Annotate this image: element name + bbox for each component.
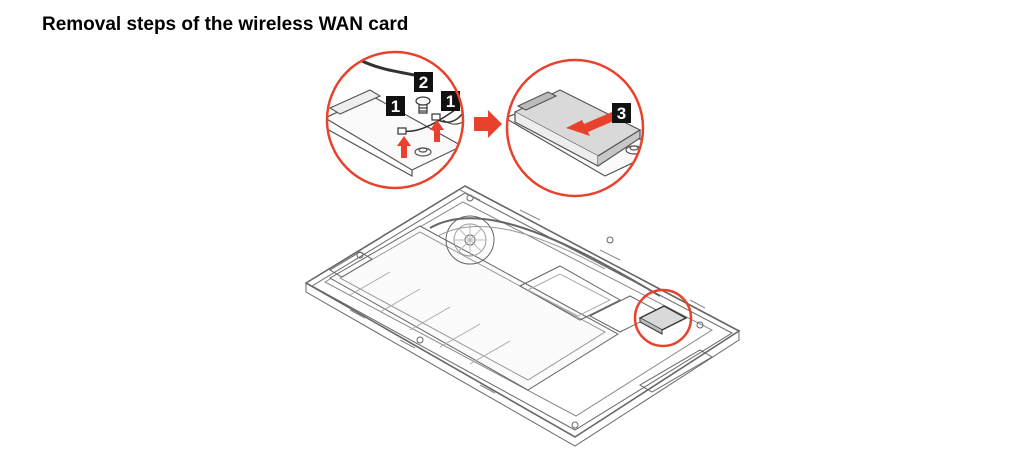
laptop-bottom-assembly [304,185,741,447]
callout-antenna-detail: 1 2 1 [325,50,465,190]
arrow-right-icon [474,110,502,138]
step-tag: 2 [414,72,433,92]
step-tag: 1 [441,91,460,111]
arrow-up-icon [397,136,411,158]
screw-icon [415,96,431,114]
page-title: Removal steps of the wireless WAN card [42,14,409,35]
step-number: 3 [617,104,626,123]
arrow-up-icon [430,120,444,142]
step-number: 1 [391,97,400,116]
step-tag: 3 [612,103,631,123]
arrow-left-icon [566,112,616,136]
step-tag: 1 [386,96,405,116]
step-number: 2 [419,73,428,92]
step-number: 1 [446,92,455,111]
wan-card-location [633,288,693,348]
callout-card-slide: 3 [505,58,645,198]
